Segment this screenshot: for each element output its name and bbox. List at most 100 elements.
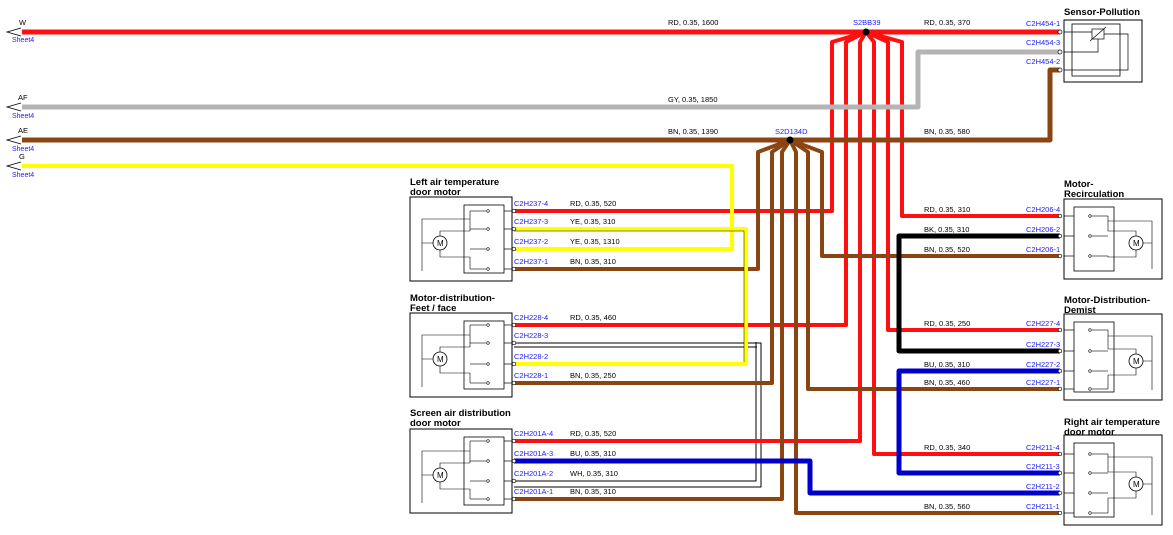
wire-label: RD, 0.35, 520 [570, 429, 616, 438]
wire-ye-310 [514, 227, 748, 366]
wire-bn-demist [788, 138, 1060, 391]
wire-red-right-temp [864, 30, 1060, 456]
wire-labels: RD, 0.35, 1600 RD, 0.35, 370 GY, 0.35, 1… [668, 18, 970, 136]
wire-label: RD, 0.35, 460 [570, 313, 616, 322]
pin-terminal [511, 246, 517, 252]
pin-label: C2H454-3 [1026, 38, 1060, 47]
pin-terminal [1057, 327, 1063, 333]
pin-label: C2H201A-4 [514, 429, 553, 438]
sheet-refs: W Sheet4 AF Sheet4 AE Sheet4 G Sheet4 [5, 18, 34, 179]
pin-label: C2H227-4 [1026, 319, 1060, 328]
svg-text:W: W [19, 18, 27, 27]
svg-text:M: M [1133, 480, 1140, 489]
wire-ae [22, 67, 1060, 143]
wire-red-screen [514, 30, 868, 443]
pin-terminal [511, 361, 517, 367]
svg-text:Sheet4: Sheet4 [12, 37, 34, 44]
svg-text:AF: AF [18, 93, 28, 102]
pin-label: C2H228-1 [514, 371, 548, 380]
svg-text:M: M [437, 239, 444, 248]
component-title: Right air temperature [1064, 417, 1160, 428]
svg-text:M: M [437, 471, 444, 480]
component-title: Motor-distribution- [410, 293, 495, 304]
svg-text:Sheet4: Sheet4 [12, 113, 34, 120]
pin-terminal [1057, 213, 1063, 219]
pin-label: C2H206-1 [1026, 245, 1060, 254]
component-title: door motor [410, 187, 461, 198]
wire-bn-right-temp [788, 139, 1060, 515]
sheet-ref-ae[interactable]: AE Sheet4 [5, 126, 34, 153]
sheet-ref-af[interactable]: AF Sheet4 [5, 93, 34, 120]
wire-label: BK, 0.35, 310 [924, 225, 969, 234]
pin-terminal [1057, 253, 1063, 259]
pin-terminal [511, 478, 517, 484]
svg-text:M: M [1133, 357, 1140, 366]
wire-red-feet [514, 30, 867, 327]
wire-label: BN, 0.35, 250 [570, 371, 616, 380]
pin-label: C2H206-4 [1026, 205, 1060, 214]
wire-g [22, 164, 734, 251]
wire-bn-recirc [789, 138, 1060, 258]
pin-terminal [1057, 470, 1063, 476]
wire-label-ae-right: BN, 0.35, 580 [924, 127, 970, 136]
splice-label-2: S2D134D [775, 127, 808, 136]
pin-label: C2H201A-1 [514, 487, 553, 496]
svg-text:G: G [19, 152, 25, 161]
pin-terminal [511, 266, 517, 272]
wire-label: BN, 0.35, 460 [924, 378, 970, 387]
pin-terminal [511, 208, 517, 214]
svg-text:M: M [437, 355, 444, 364]
pin-terminal [511, 438, 517, 444]
splice-label-1: S2BB39 [853, 18, 881, 27]
pin-terminal [1057, 386, 1063, 392]
splice-s2bb39[interactable] [862, 28, 870, 36]
sheet-ref-g[interactable]: G Sheet4 [5, 152, 34, 179]
wire-label: RD, 0.35, 520 [570, 199, 616, 208]
wire-label-w-left: RD, 0.35, 1600 [668, 18, 718, 27]
component-title: Motor- [1064, 179, 1094, 190]
wire-bu-demist [896, 368, 1060, 476]
pin-terminal [511, 380, 517, 386]
wire-red-recirc [865, 30, 1060, 218]
sheet-ref-w[interactable]: W Sheet4 [5, 18, 34, 44]
pin-label: C2H227-2 [1026, 360, 1060, 369]
pin-label: C2H201A-3 [514, 449, 553, 458]
wire-red-left-temp [514, 30, 867, 213]
wire-bu-screen [514, 458, 1060, 496]
pin-label: C2H227-1 [1026, 378, 1060, 387]
component-title: Demist [1064, 305, 1097, 316]
pin-label: C2H454-2 [1026, 57, 1060, 66]
wire-label: BN, 0.35, 310 [570, 487, 616, 496]
wire-c2h201a-2 [514, 342, 757, 482]
pin-terminal [1057, 233, 1063, 239]
svg-text:Sheet4: Sheet4 [12, 146, 34, 153]
pin-label: C2H211-4 [1026, 443, 1060, 452]
wire-bn-feet [514, 138, 792, 385]
component-title: door motor [410, 418, 461, 429]
wire-label: YE, 0.35, 310 [570, 217, 615, 226]
svg-text:AE: AE [18, 126, 28, 135]
sensor-pollution[interactable]: Sensor-Pollution C2H454-1 C2H454-3 C2H45… [1026, 7, 1143, 83]
pin-terminal [511, 226, 517, 232]
wire-af [22, 49, 1060, 110]
svg-text:Sheet4: Sheet4 [12, 172, 34, 179]
wire-label: BU, 0.35, 310 [924, 360, 970, 369]
wire-label: WH, 0.35, 310 [570, 469, 618, 478]
wire-label: RD, 0.35, 250 [924, 319, 970, 328]
sensor-title: Sensor-Pollution [1064, 7, 1140, 18]
pin-label: C2H206-2 [1026, 225, 1060, 234]
wire-label-af: GY, 0.35, 1850 [668, 95, 718, 104]
pin-terminal [1057, 348, 1063, 354]
wire-red-demist [865, 30, 1060, 332]
splice-s2d134d[interactable] [786, 136, 794, 144]
component-title: Feet / face [410, 303, 456, 314]
pin-label: C2H211-3 [1026, 462, 1060, 471]
